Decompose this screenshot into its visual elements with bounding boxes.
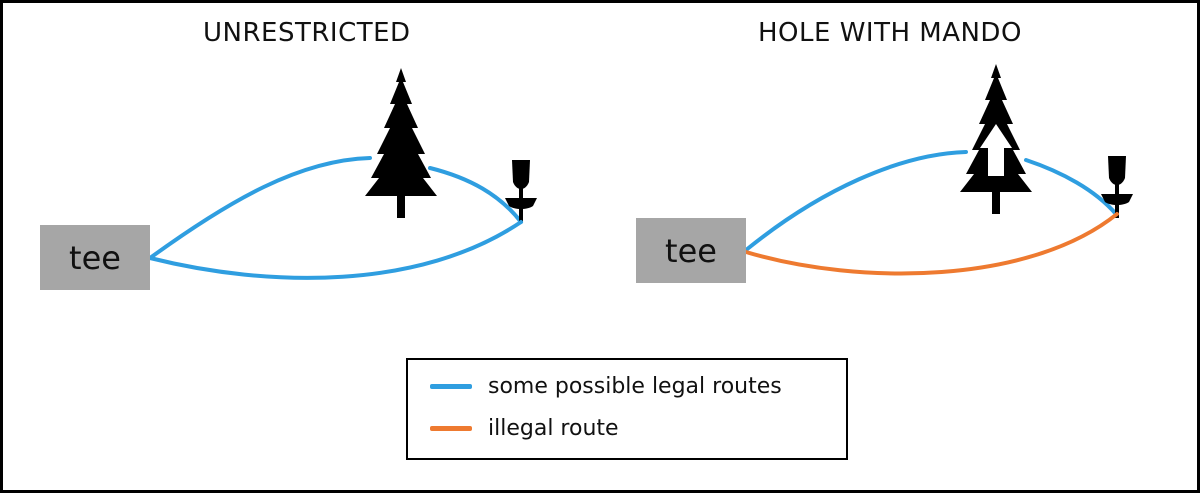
right-panel [744, 64, 1133, 276]
legal-route-lower-left [148, 220, 523, 280]
disc-golf-basket-icon [505, 160, 537, 222]
tee-label: tee [665, 231, 717, 270]
legend-label-illegal: illegal route [488, 416, 619, 441]
tee-label: tee [69, 238, 121, 277]
panel-title-mando: HOLE WITH MANDO [758, 18, 1022, 48]
illegal-route [744, 212, 1119, 276]
disc-golf-basket-icon [1101, 156, 1133, 218]
panel-title-unrestricted: UNRESTRICTED [203, 18, 411, 48]
tee-box-mando: tee [636, 218, 746, 283]
legend-item-legal: some possible legal routes [430, 374, 782, 399]
pine-tree-icon [365, 68, 437, 218]
legal-route-upper-left [148, 156, 372, 260]
tee-box-unrestricted: tee [40, 225, 150, 290]
legend-item-illegal: illegal route [430, 416, 619, 441]
left-panel [148, 68, 537, 280]
legend-label-legal: some possible legal routes [488, 374, 782, 399]
legal-route-mando-left [744, 150, 968, 252]
legend-swatch-legal [430, 384, 472, 389]
legal-route-upper-right-left [428, 166, 523, 224]
mando-arrow-icon [980, 124, 1012, 176]
legend: some possible legal routes illegal route [406, 358, 848, 460]
legal-route-mando-right [1024, 158, 1118, 216]
legend-swatch-illegal [430, 426, 472, 431]
